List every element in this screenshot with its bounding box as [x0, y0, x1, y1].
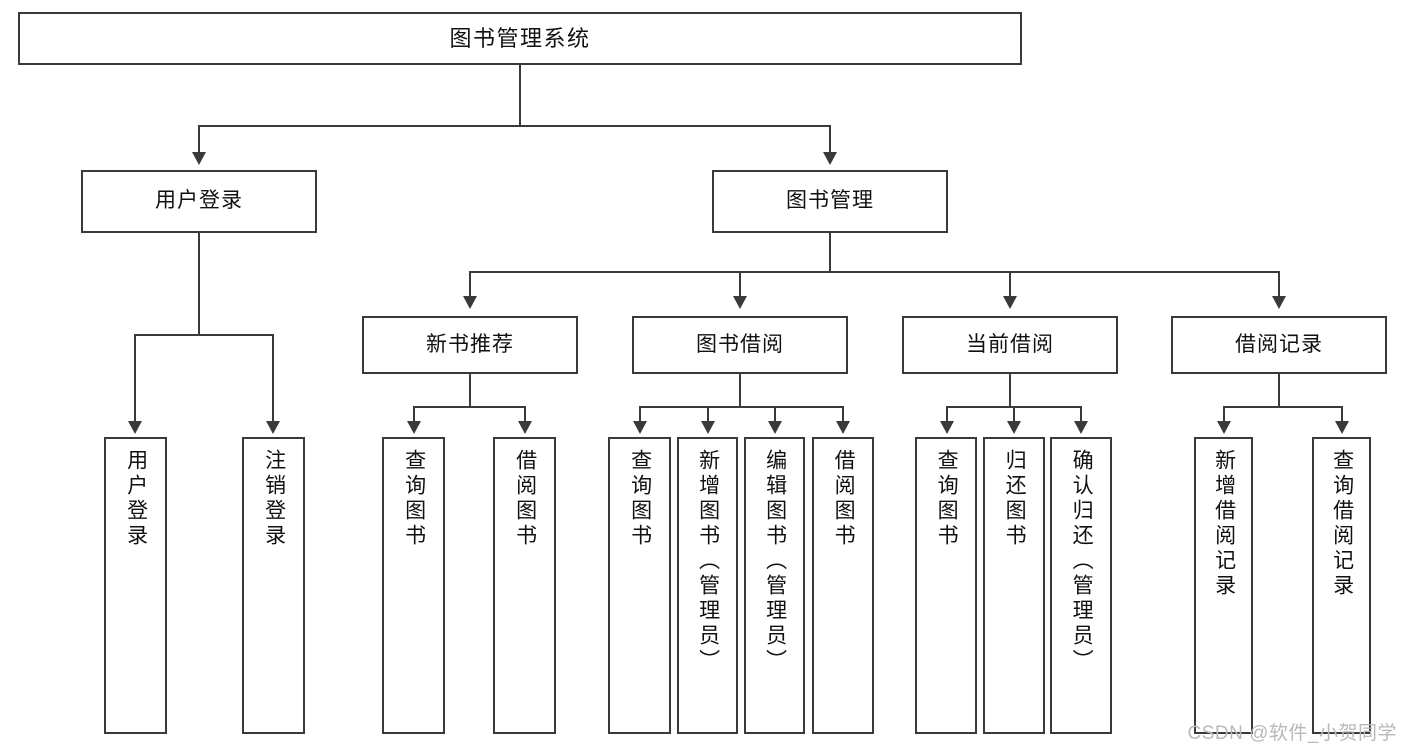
node-label: 图书借阅 — [696, 332, 784, 356]
leaf-label: 查询图书 — [402, 449, 426, 549]
arrowhead-newbook-leaf2 — [518, 421, 532, 434]
arrowhead-bb-leaf4 — [836, 421, 850, 434]
leaf-add-borrow-record[interactable]: 新增借阅记录 — [1194, 437, 1253, 734]
connector-book-management-stem — [829, 233, 831, 273]
connector-new-book-bus — [413, 406, 525, 408]
connector-book-borrow-bus — [639, 406, 843, 408]
connector-borrow-record-bus — [1223, 406, 1343, 408]
connector-user-login-to-leaf1 — [134, 334, 136, 424]
arrowhead-root-to-user-login — [192, 152, 206, 165]
node-label: 用户登录 — [155, 189, 243, 213]
leaf-label: 确认归还（管理员） — [1070, 449, 1094, 674]
connector-root-bus — [198, 125, 830, 127]
node-book-management[interactable]: 图书管理 — [712, 170, 948, 233]
node-label: 新书推荐 — [426, 332, 514, 356]
arrowhead-cb-leaf3 — [1074, 421, 1088, 434]
connector-root-stem — [519, 65, 521, 126]
connector-newbook-leaf2 — [524, 406, 526, 424]
connector-bm-to-new-book — [469, 271, 471, 299]
leaf-logout[interactable]: 注销登录 — [242, 437, 305, 734]
leaf-label: 新增图书（管理员） — [696, 449, 720, 674]
leaf-query-book-current[interactable]: 查询图书 — [915, 437, 977, 734]
connector-cb-leaf2 — [1013, 406, 1015, 424]
connector-book-management-bus — [469, 271, 1280, 273]
connector-user-login-stem — [198, 233, 200, 336]
leaf-borrow-book-newbook[interactable]: 借阅图书 — [493, 437, 556, 734]
node-label: 图书管理 — [786, 189, 874, 213]
leaf-query-book-newbook[interactable]: 查询图书 — [382, 437, 445, 734]
leaf-query-borrow-record[interactable]: 查询借阅记录 — [1312, 437, 1371, 734]
node-new-book-recommend[interactable]: 新书推荐 — [362, 316, 578, 374]
leaf-label: 查询图书 — [628, 449, 652, 549]
arrowhead-cb-leaf1 — [940, 421, 954, 434]
arrowhead-newbook-leaf1 — [407, 421, 421, 434]
leaf-query-book-borrow[interactable]: 查询图书 — [608, 437, 671, 734]
leaf-add-book-admin[interactable]: 新增图书（管理员） — [677, 437, 738, 734]
leaf-label: 新增借阅记录 — [1212, 449, 1236, 599]
leaf-label: 编辑图书（管理员） — [763, 449, 787, 674]
arrowhead-bb-leaf2 — [701, 421, 715, 434]
connector-cb-leaf3 — [1080, 406, 1082, 424]
leaf-return-book[interactable]: 归还图书 — [983, 437, 1045, 734]
connector-user-login-to-leaf2 — [272, 334, 274, 424]
arrowhead-bm-new-book — [463, 296, 477, 309]
connector-bb-leaf2 — [707, 406, 709, 424]
leaf-label: 借阅图书 — [513, 449, 537, 549]
leaf-edit-book-admin[interactable]: 编辑图书（管理员） — [744, 437, 805, 734]
connector-bm-to-book-borrow — [739, 271, 741, 299]
arrowhead-root-to-book-management — [823, 152, 837, 165]
arrowhead-bm-book-borrow — [733, 296, 747, 309]
connector-user-login-bus — [134, 334, 272, 336]
csdn-watermark: CSDN @软件_小贺同学 — [1187, 723, 1397, 744]
leaf-label: 归还图书 — [1003, 449, 1027, 549]
leaf-user-login[interactable]: 用户登录 — [104, 437, 167, 734]
leaf-label: 查询借阅记录 — [1330, 449, 1354, 599]
connector-bm-to-borrow-record — [1278, 271, 1280, 299]
connector-bb-leaf1 — [639, 406, 641, 424]
node-label: 借阅记录 — [1235, 332, 1323, 356]
connector-newbook-leaf1 — [413, 406, 415, 424]
connector-root-to-book-management — [829, 125, 831, 155]
connector-cb-leaf1 — [946, 406, 948, 424]
arrowhead-bm-borrow-record — [1272, 296, 1286, 309]
arrowhead-bb-leaf3 — [768, 421, 782, 434]
leaf-confirm-return-admin[interactable]: 确认归还（管理员） — [1050, 437, 1112, 734]
connector-bb-leaf4 — [842, 406, 844, 424]
arrowhead-bm-current-borrow — [1003, 296, 1017, 309]
node-label: 图书管理系统 — [449, 25, 591, 51]
node-root-book-management-system[interactable]: 图书管理系统 — [18, 12, 1022, 65]
connector-br-leaf1 — [1223, 406, 1225, 424]
connector-borrow-record-stem — [1278, 374, 1280, 408]
connector-root-to-user-login — [198, 125, 200, 155]
node-user-login[interactable]: 用户登录 — [81, 170, 317, 233]
connector-current-borrow-stem — [1009, 374, 1011, 408]
node-book-borrow[interactable]: 图书借阅 — [632, 316, 848, 374]
leaf-label: 用户登录 — [124, 449, 148, 549]
connector-br-leaf2 — [1341, 406, 1343, 424]
connector-new-book-stem — [469, 374, 471, 408]
connector-bb-leaf3 — [774, 406, 776, 424]
leaf-label: 注销登录 — [262, 449, 286, 549]
arrowhead-br-leaf1 — [1217, 421, 1231, 434]
arrowhead-user-login-leaf2 — [266, 421, 280, 434]
node-current-borrow[interactable]: 当前借阅 — [902, 316, 1118, 374]
leaf-label: 借阅图书 — [832, 449, 856, 549]
arrowhead-cb-leaf2 — [1007, 421, 1021, 434]
node-label: 当前借阅 — [966, 332, 1054, 356]
arrowhead-bb-leaf1 — [633, 421, 647, 434]
leaf-borrow-book[interactable]: 借阅图书 — [812, 437, 874, 734]
arrowhead-user-login-leaf1 — [128, 421, 142, 434]
leaf-label: 查询图书 — [935, 449, 959, 549]
node-borrow-record[interactable]: 借阅记录 — [1171, 316, 1387, 374]
connector-book-borrow-stem — [739, 374, 741, 408]
connector-bm-to-current-borrow — [1009, 271, 1011, 299]
arrowhead-br-leaf2 — [1335, 421, 1349, 434]
